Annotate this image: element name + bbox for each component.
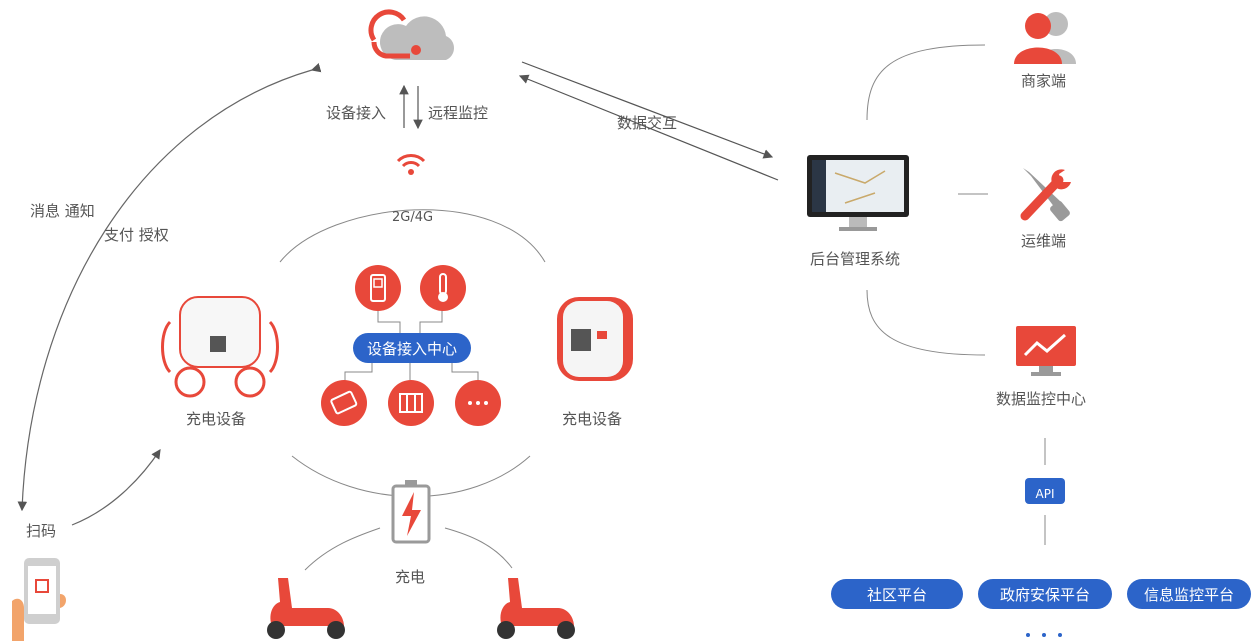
- charger-left-icon: [160, 292, 280, 402]
- monitor-center-label: 数据监控中心: [996, 390, 1087, 408]
- merchant-label: 商家端: [1021, 72, 1067, 90]
- hand-phone-icon: [10, 556, 70, 641]
- monitor-icon: [805, 153, 911, 235]
- api-label: API: [1035, 487, 1055, 501]
- more-dots: [1024, 632, 1068, 638]
- wifi-icon: [396, 152, 426, 178]
- cloud-icon: [368, 9, 454, 66]
- gate-icon: [388, 380, 434, 426]
- charger-right-label: 充电设备: [562, 410, 623, 428]
- charger-left-label: 充电设备: [186, 410, 247, 428]
- charger-right-icon: [555, 295, 635, 383]
- device-access-label: 设备接入: [326, 104, 387, 122]
- data-exchange-label: 数据交互: [617, 114, 678, 132]
- message-notify-label: 消息 通知: [30, 202, 95, 220]
- more-icon: [455, 380, 501, 426]
- chart-monitor-icon: [1015, 325, 1077, 377]
- platform-community: 社区平台: [831, 579, 963, 609]
- backend-label: 后台管理系统: [810, 250, 901, 268]
- network-label: 2G/4G: [392, 210, 434, 225]
- phone-icon: [355, 265, 401, 311]
- ops-label: 运维端: [1021, 232, 1067, 250]
- scooter-icon: [258, 568, 350, 641]
- api-icon: API: [1025, 478, 1065, 504]
- tools-icon: [1015, 162, 1075, 222]
- device-hub-badge: 设备接入中心: [353, 333, 471, 363]
- platform-info-monitor: 信息监控平台: [1127, 579, 1251, 609]
- scooter-icon: [488, 568, 580, 641]
- scan-label: 扫码: [26, 522, 57, 540]
- battery-icon: [390, 480, 432, 544]
- platform-government: 政府安保平台: [978, 579, 1112, 609]
- remote-monitor-label: 远程监控: [428, 104, 489, 122]
- thermometer-icon: [420, 265, 466, 311]
- pay-auth-label: 支付 授权: [104, 226, 169, 244]
- users-icon: [1010, 8, 1080, 64]
- charge-label: 充电: [395, 568, 426, 586]
- card-icon: [321, 380, 367, 426]
